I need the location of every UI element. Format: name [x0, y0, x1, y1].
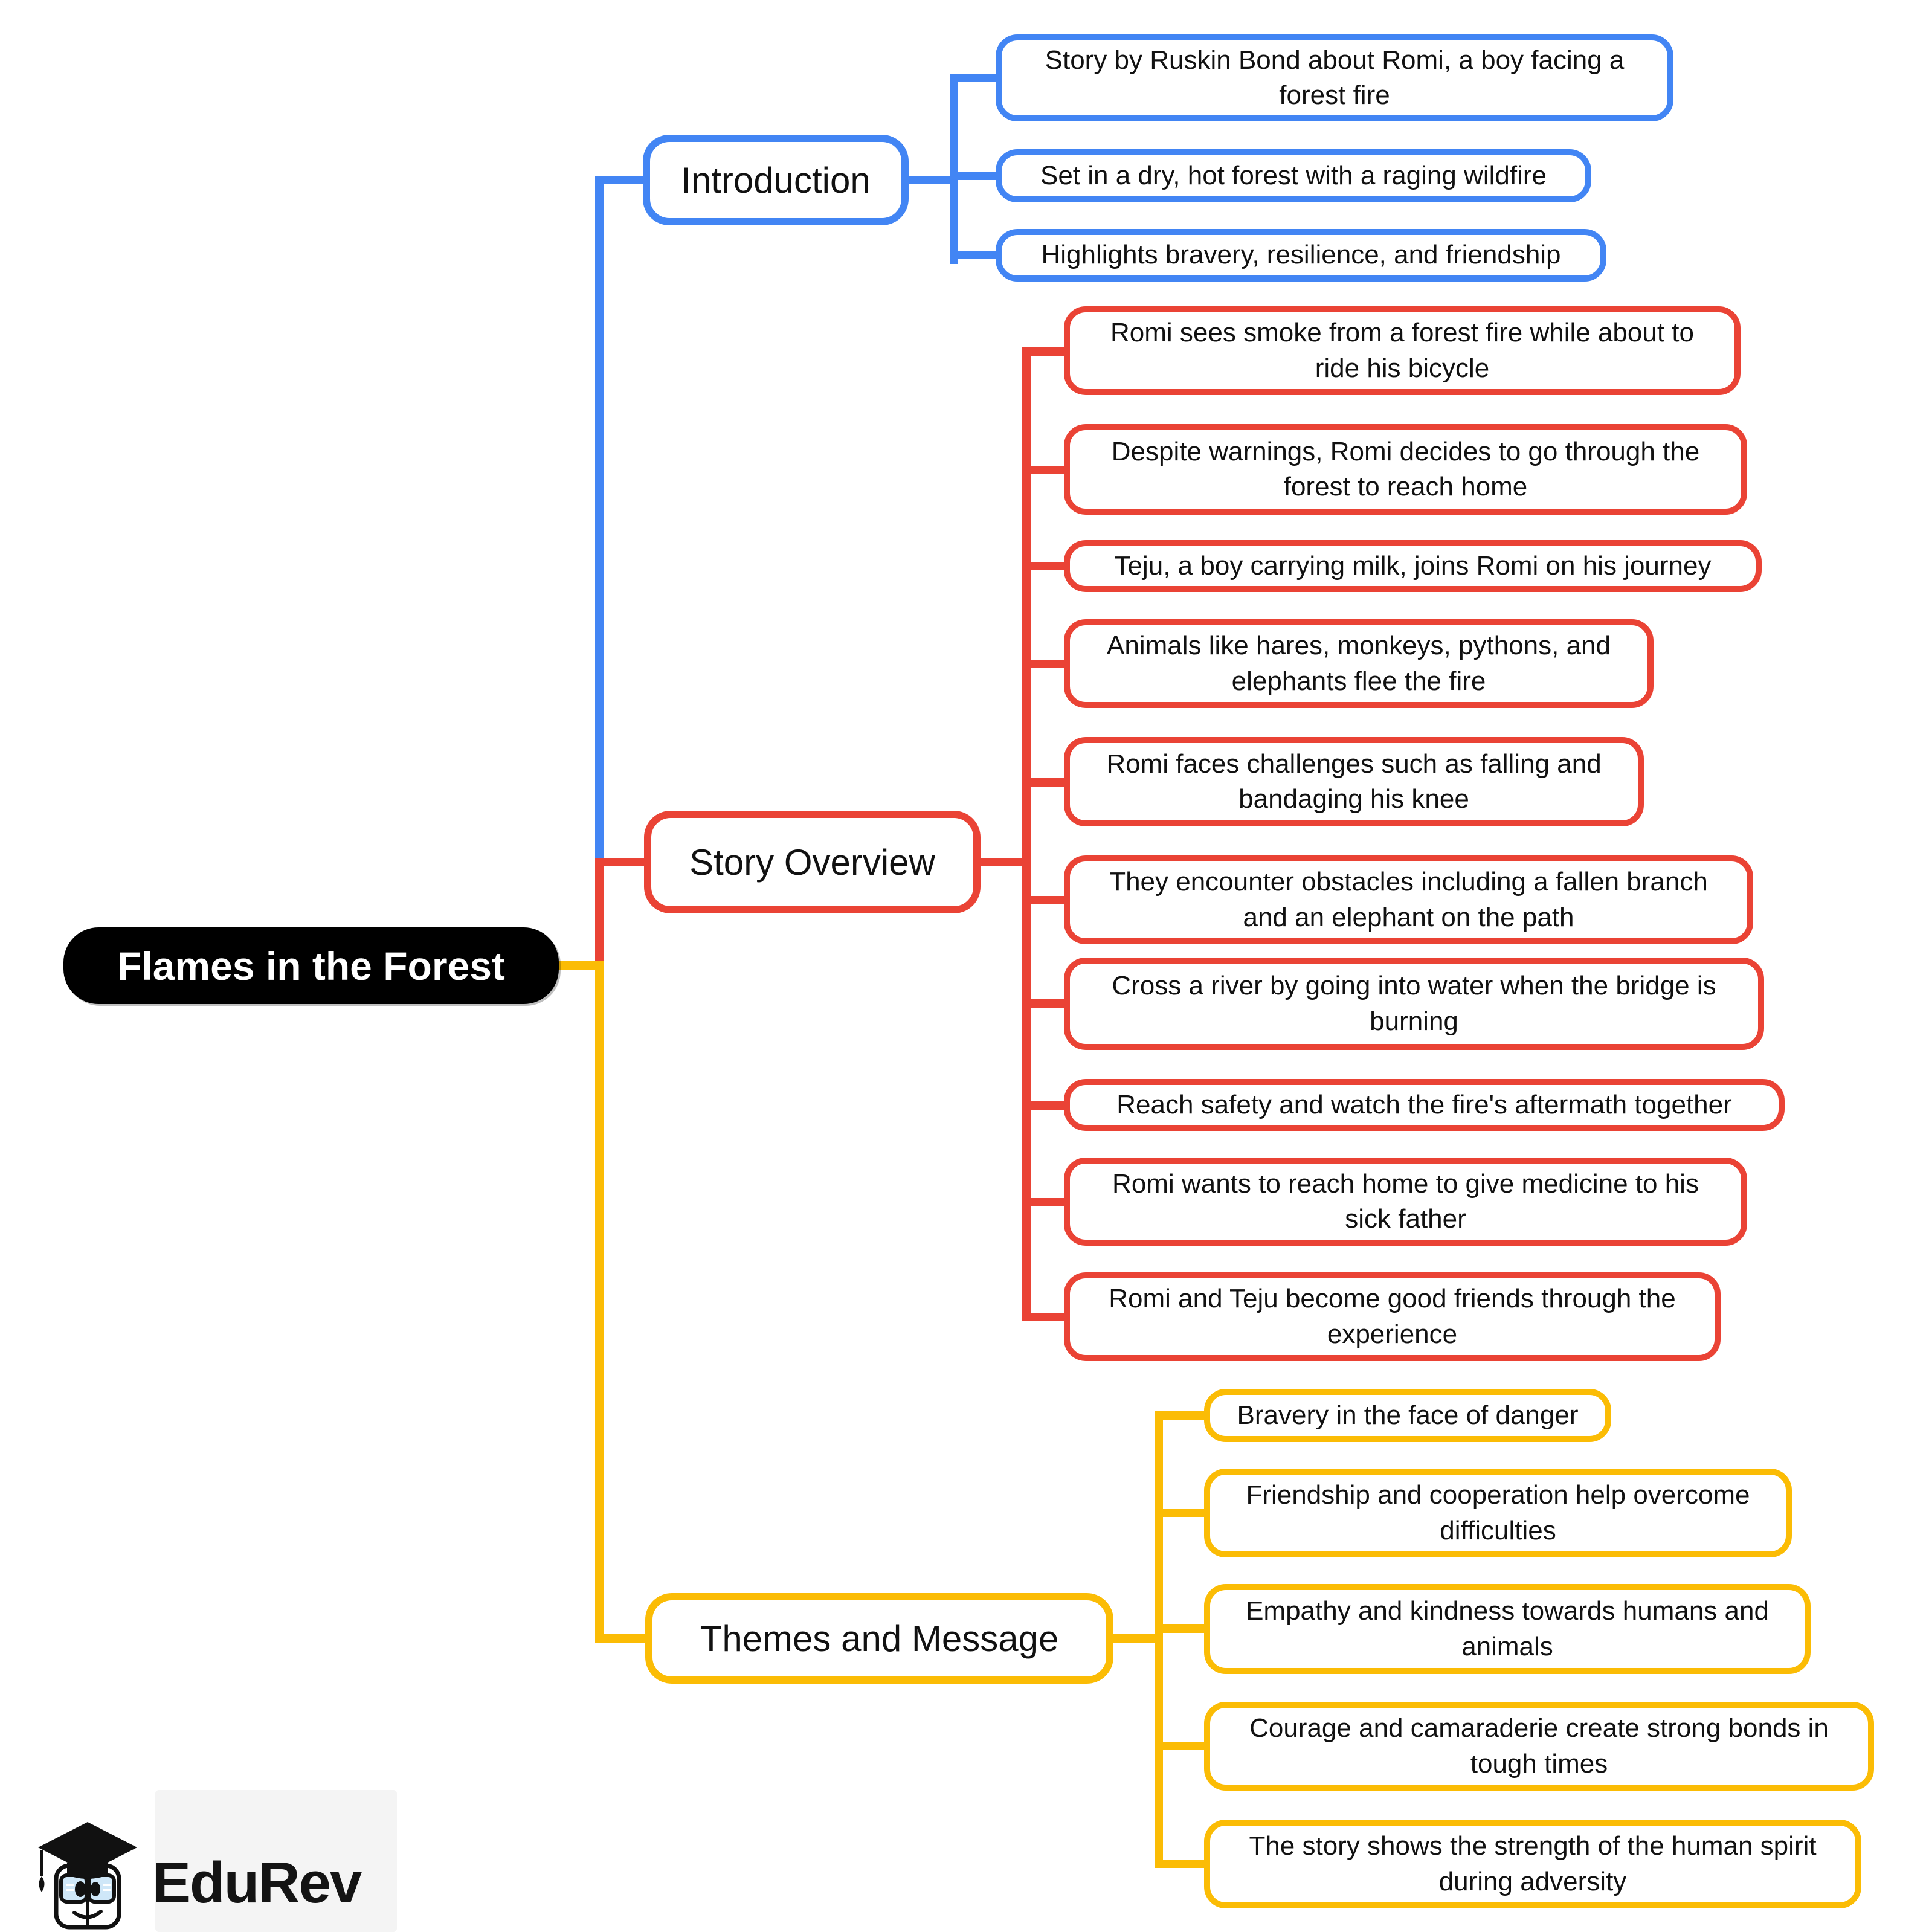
- leaf-node-text: Highlights bravery, resilience, and frie…: [1041, 240, 1561, 270]
- leaf-node: Courage and camaraderie create strong bo…: [1204, 1702, 1874, 1791]
- branch-node-label: Story Overview: [689, 842, 935, 883]
- leaf-node: Animals like hares, monkeys, pythons, an…: [1064, 619, 1654, 708]
- leaf-node-text: Empathy and kindness towards humans and …: [1246, 1596, 1769, 1661]
- leaf-node-text: Teju, a boy carrying milk, joins Romi on…: [1114, 550, 1712, 581]
- connector-line: [1022, 660, 1072, 668]
- connector-line-story-children-trunk: [1022, 347, 1031, 1321]
- connector-line: [1022, 466, 1072, 474]
- connector-line: [950, 251, 1004, 259]
- leaf-node: Story by Ruskin Bond about Romi, a boy f…: [996, 34, 1673, 121]
- leaf-node: Friendship and cooperation help overcome…: [1204, 1469, 1792, 1557]
- connector-line-to-story-overview: [595, 858, 652, 866]
- leaf-node: Romi sees smoke from a forest fire while…: [1064, 306, 1741, 395]
- logo-background: [155, 1790, 397, 1932]
- root-node: Flames in the Forest: [63, 927, 559, 1004]
- leaf-node-text: Courage and camaraderie create strong bo…: [1249, 1713, 1829, 1779]
- edurev-wordmark: EduRev: [152, 1850, 362, 1915]
- leaf-node: They encounter obstacles including a fal…: [1064, 855, 1753, 944]
- leaf-node: Bravery in the face of danger: [1204, 1389, 1611, 1442]
- branch-node-label: Introduction: [681, 159, 871, 201]
- leaf-node-text: Despite warnings, Romi decides to go thr…: [1111, 436, 1700, 501]
- leaf-node: Set in a dry, hot forest with a raging w…: [996, 149, 1591, 202]
- connector-line-to-themes: [595, 1634, 654, 1643]
- leaf-node-text: Romi and Teju become good friends throug…: [1109, 1284, 1676, 1349]
- connector-line: [950, 172, 1004, 180]
- leaf-node: Despite warnings, Romi decides to go thr…: [1064, 424, 1747, 515]
- connector-line: [1022, 1313, 1072, 1321]
- leaf-node-text: Set in a dry, hot forest with a raging w…: [1040, 160, 1547, 190]
- connector-line: [1022, 1198, 1072, 1206]
- leaf-node-text: They encounter obstacles including a fal…: [1109, 867, 1708, 932]
- leaf-node-text: Romi wants to reach home to give medicin…: [1112, 1168, 1699, 1234]
- connector-line: [1022, 562, 1072, 570]
- leaf-node: Reach safety and watch the fire's afterm…: [1064, 1079, 1785, 1131]
- branch-node-introduction: Introduction: [643, 135, 909, 225]
- connector-line: [1022, 1101, 1072, 1110]
- leaf-node-text: Reach safety and watch the fire's afterm…: [1116, 1089, 1732, 1119]
- connector-line: [1155, 1742, 1213, 1750]
- leaf-node: The story shows the strength of the huma…: [1204, 1820, 1861, 1908]
- leaf-node-text: Romi sees smoke from a forest fire while…: [1110, 318, 1694, 383]
- leaf-node-text: Animals like hares, monkeys, pythons, an…: [1107, 631, 1611, 696]
- connector-line: [1155, 1411, 1213, 1420]
- connector-line: [1155, 1624, 1213, 1633]
- leaf-node: Romi faces challenges such as falling an…: [1064, 737, 1644, 826]
- connector-line-themes-out: [1109, 1634, 1163, 1643]
- connector-line-trunk-blue: [595, 176, 604, 866]
- connector-line: [950, 74, 1004, 82]
- connector-line: [1022, 347, 1072, 356]
- leaf-node-text: Romi faces challenges such as falling an…: [1106, 749, 1602, 814]
- leaf-node-text: Cross a river by going into water when t…: [1112, 971, 1716, 1036]
- leaf-node: Romi wants to reach home to give medicin…: [1064, 1158, 1747, 1246]
- leaf-node: Romi and Teju become good friends throug…: [1064, 1272, 1721, 1361]
- leaf-node: Empathy and kindness towards humans and …: [1204, 1584, 1811, 1674]
- connector-line: [1022, 778, 1072, 787]
- connector-line-to-introduction: [595, 176, 651, 184]
- connector-line: [1155, 1509, 1213, 1517]
- connector-line: [1022, 896, 1072, 904]
- root-node-label: Flames in the Forest: [117, 943, 505, 988]
- connector-line: [1022, 999, 1072, 1008]
- leaf-node: Teju, a boy carrying milk, joins Romi on…: [1064, 540, 1762, 592]
- connector-line-root: [555, 961, 604, 970]
- connector-line-trunk-red: [595, 858, 604, 970]
- edurev-mascot-icon: [33, 1812, 142, 1932]
- leaf-node: Highlights bravery, resilience, and frie…: [996, 229, 1606, 282]
- connector-line-introduction-out: [903, 176, 958, 184]
- leaf-node-text: Bravery in the face of danger: [1237, 1400, 1579, 1430]
- leaf-node-text: The story shows the strength of the huma…: [1249, 1831, 1817, 1896]
- branch-node-label: Themes and Message: [700, 1618, 1059, 1659]
- branch-node-story-overview: Story Overview: [644, 811, 981, 913]
- leaf-node: Cross a river by going into water when t…: [1064, 958, 1764, 1050]
- connector-line-trunk-yellow: [595, 965, 604, 1643]
- leaf-node-text: Friendship and cooperation help overcome…: [1246, 1480, 1750, 1545]
- branch-node-themes-message: Themes and Message: [645, 1593, 1113, 1684]
- leaf-node-text: Story by Ruskin Bond about Romi, a boy f…: [1045, 45, 1625, 110]
- connector-line-introduction-children-trunk: [950, 74, 958, 264]
- connector-line-story-out: [976, 858, 1031, 866]
- connector-line: [1155, 1860, 1213, 1868]
- connector-line-themes-children-trunk: [1155, 1411, 1163, 1868]
